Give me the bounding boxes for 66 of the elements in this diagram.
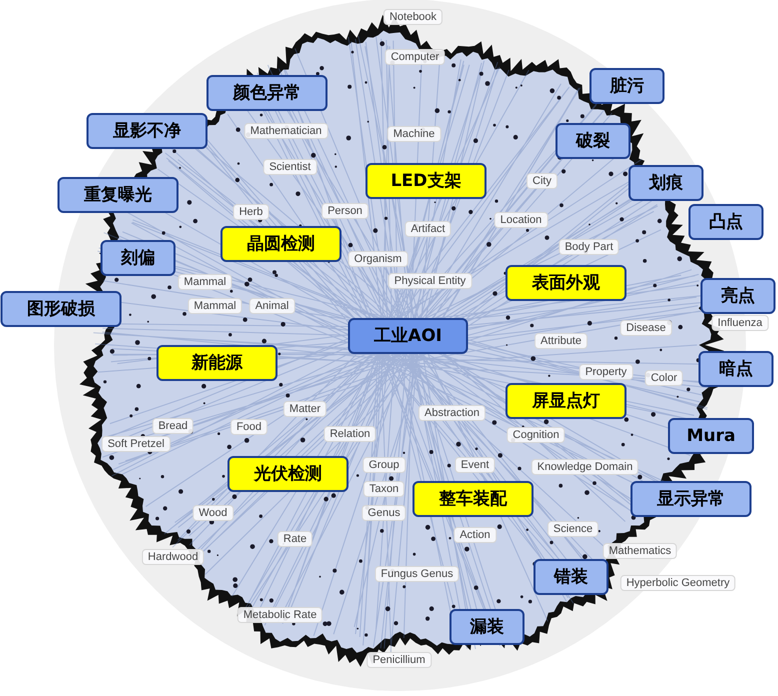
term-label: Hyperbolic Geometry [620, 575, 736, 591]
term-label: Color [644, 370, 684, 386]
term-label: Herb [233, 204, 269, 220]
defect-label: 重复曝光 [58, 177, 178, 213]
term-label: City [526, 173, 558, 189]
term-label: Abstraction [418, 405, 486, 421]
category-label: 新能源 [156, 345, 278, 381]
term-label: Computer [384, 49, 446, 65]
defect-label: 错装 [534, 559, 608, 595]
defect-label: 刻偏 [100, 240, 176, 276]
defect-label: 凸点 [688, 204, 764, 240]
term-label: Matter [283, 401, 327, 417]
term-label: Mathematician [244, 123, 328, 139]
category-label: 光伏检测 [228, 456, 348, 492]
defect-label: 漏装 [450, 609, 524, 645]
term-label: Artifact [404, 221, 452, 237]
term-label: Mammal [178, 274, 232, 290]
defect-label: 破裂 [556, 123, 630, 159]
term-label: Knowledge Domain [531, 459, 639, 475]
term-label: Organism [348, 251, 408, 267]
defect-label: 亮点 [700, 278, 776, 314]
defect-label: 划痕 [628, 165, 704, 201]
term-label: Action [454, 527, 496, 543]
category-label: LED支架 [366, 163, 486, 199]
category-label: 晶圆检测 [220, 226, 342, 262]
term-label: Genus [362, 505, 406, 521]
term-label: Science [547, 521, 599, 537]
term-label: Event [454, 457, 496, 473]
category-label: 整车装配 [412, 481, 534, 517]
term-label: Person [322, 203, 368, 219]
term-label: Bread [152, 418, 194, 434]
hub-label: 工业AOI [348, 318, 468, 354]
term-label: Influenza [712, 315, 768, 331]
term-label: Disease [620, 320, 672, 336]
term-label: Food [230, 419, 268, 435]
term-label: Metabolic Rate [237, 607, 323, 623]
term-label: Physical Entity [388, 273, 472, 289]
defect-label: 显示异常 [630, 481, 752, 517]
term-label: Mammal [188, 298, 242, 314]
term-label: Machine [387, 126, 441, 142]
term-label: Cognition [506, 427, 566, 443]
defect-label: 颜色异常 [206, 75, 328, 111]
defect-label: 暗点 [698, 351, 774, 387]
category-label: 屏显点灯 [506, 383, 626, 419]
term-label: Relation [324, 426, 376, 442]
term-label: Scientist [263, 159, 317, 175]
term-label: Location [494, 212, 548, 228]
term-label: Soft Pretzel [102, 436, 170, 452]
term-label: Property [579, 364, 633, 380]
defect-label: Mura [668, 418, 754, 454]
term-label: Notebook [383, 9, 443, 25]
term-label: Hardwood [142, 549, 204, 565]
defect-label: 脏污 [590, 68, 664, 104]
term-label: Rate [277, 531, 313, 547]
defect-label: 显影不净 [86, 113, 208, 149]
term-label: Mathematics [602, 543, 678, 559]
term-label: Attribute [534, 333, 588, 349]
defect-label: 图形破损 [0, 291, 122, 327]
term-label: Animal [249, 298, 295, 314]
term-label: Wood [192, 505, 234, 521]
term-label: Group [362, 457, 406, 473]
term-label: Body Part [558, 239, 620, 255]
term-label: Taxon [363, 481, 405, 497]
term-label: Fungus Genus [374, 566, 460, 582]
category-label: 表面外观 [506, 265, 626, 301]
term-label: Penicillium [366, 652, 432, 668]
